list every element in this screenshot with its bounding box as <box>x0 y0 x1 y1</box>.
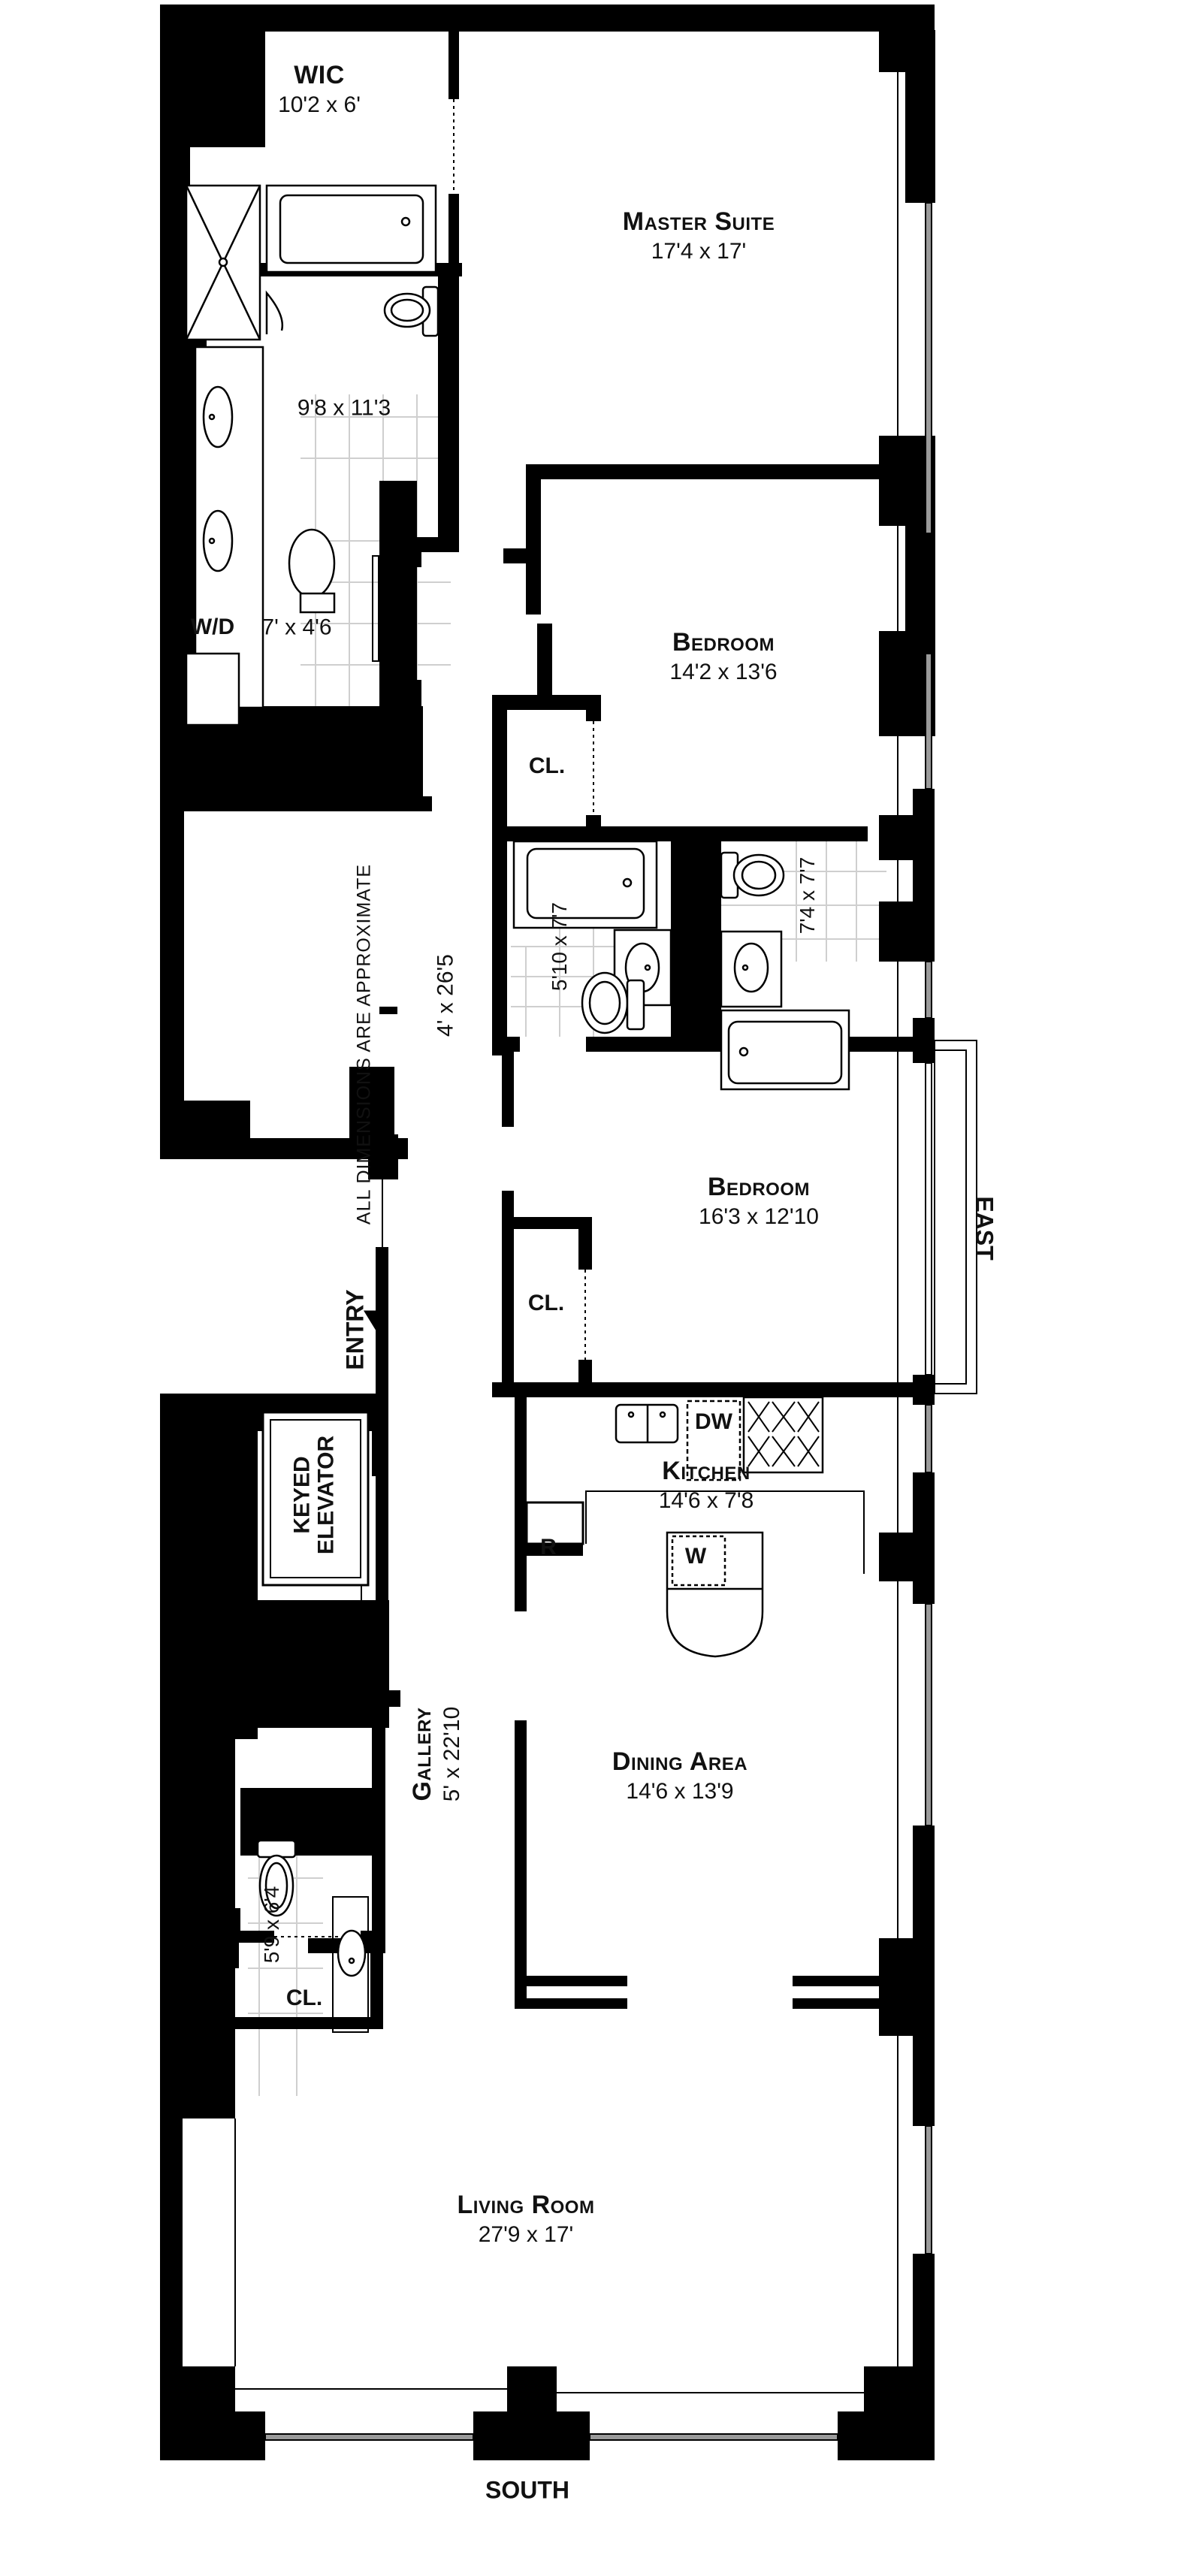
south-label: SOUTH <box>485 2476 569 2504</box>
dishwasher: DW <box>695 1409 732 1435</box>
keyed-elevator: KEYED ELEVATOR <box>289 1435 339 1555</box>
disclaimer-note: ALL DIMENSIONS ARE APPROXIMATE <box>354 864 376 1225</box>
room-dimensions: 7' x 4'6 <box>261 615 332 640</box>
room-dimensions: 14'6 x 7'8 <box>658 1488 754 1514</box>
elevator-label-line-2: ELEVATOR <box>313 1435 338 1555</box>
room-dimensions: 27'9 x 17' <box>478 2222 574 2248</box>
room-name: Kitchen <box>662 1456 750 1485</box>
room-powder: 5'9 x 6'4 <box>258 1886 285 1964</box>
room-dimensions: 5'9 x 6'4 <box>259 1886 283 1964</box>
room-dimensions: 16'3 x 12'10 <box>699 1204 819 1230</box>
entry-arrow-icon <box>364 1310 388 1334</box>
washer-dryer: W/D <box>191 615 234 640</box>
room-dimensions: 10'2 x 6' <box>278 92 361 118</box>
room-bedroom-1: Bedroom 14'2 x 13'6 <box>669 628 777 687</box>
room-bath-3: 7'4 x 7'7 <box>794 857 821 935</box>
room-master-bath: 9'8 x 11'3 <box>297 394 391 423</box>
compass-south: SOUTH <box>485 2477 569 2505</box>
room-living-room: Living Room 27'9 x 17' <box>458 2191 595 2249</box>
walls <box>160 5 935 2460</box>
room-dimensions: 14'6 x 13'9 <box>626 1779 734 1804</box>
room-laundry: 7' x 4'6 <box>261 613 331 642</box>
room-name: WIC <box>294 60 345 89</box>
refrigerator-label: R <box>540 1535 557 1560</box>
windows-and-outlines <box>220 72 977 2441</box>
closet-living: CL. <box>286 1986 322 2011</box>
room-bath-2: 5'10 x 7'7 <box>546 902 573 991</box>
room-bedroom-2: Bedroom 16'3 x 12'10 <box>699 1173 819 1231</box>
room-dimensions: 4' x 26'5 <box>433 954 458 1037</box>
closet-label: CL. <box>527 1291 565 1315</box>
room-dimensions: 9'8 x 11'3 <box>297 395 391 421</box>
room-name: Bedroom <box>672 627 775 657</box>
washer-dryer-label: W/D <box>190 615 235 639</box>
compass-east: EAST <box>971 1196 998 1260</box>
wine-fridge: W <box>685 1544 706 1569</box>
dishwasher-label: DW <box>695 1409 732 1434</box>
room-name: Bedroom <box>707 1172 811 1201</box>
room-kitchen: Kitchen 14'6 x 7'8 <box>659 1457 754 1515</box>
closet-bedroom-2: CL. <box>528 1291 564 1316</box>
east-label: EAST <box>971 1196 998 1261</box>
room-master-suite: Master Suite 17'4 x 17' <box>623 207 775 266</box>
room-dimensions: 17'4 x 17' <box>651 239 747 264</box>
room-gallery: Gallery 5' x 22'10 <box>408 1707 467 1802</box>
wine-label: W <box>684 1544 707 1569</box>
fixtures <box>185 184 850 1977</box>
room-dimensions: 5'10 x 7'7 <box>547 901 571 992</box>
closet-label: CL. <box>528 753 566 778</box>
room-dimensions: 14'2 x 13'6 <box>669 660 778 685</box>
elevator-label-line-1: KEYED <box>289 1456 315 1534</box>
room-name: Dining Area <box>612 1747 748 1776</box>
room-hall: 4' x 26'5 <box>431 954 461 1037</box>
room-name: Gallery <box>407 1707 436 1801</box>
room-dining-area: Dining Area 14'6 x 13'9 <box>612 1747 747 1806</box>
refrigerator: R <box>540 1535 557 1560</box>
disclaimer-text: ALL DIMENSIONS ARE APPROXIMATE <box>353 863 375 1225</box>
room-wic: WIC 10'2 x 6' <box>278 61 361 119</box>
room-dimensions: 7'4 x 7'7 <box>795 856 819 935</box>
room-name: Living Room <box>457 2190 595 2219</box>
room-name: Master Suite <box>622 207 775 236</box>
closet-label: CL. <box>285 1986 323 2010</box>
room-dimensions: 5' x 22'10 <box>439 1706 465 1802</box>
closet-bedroom-1: CL. <box>529 753 565 779</box>
